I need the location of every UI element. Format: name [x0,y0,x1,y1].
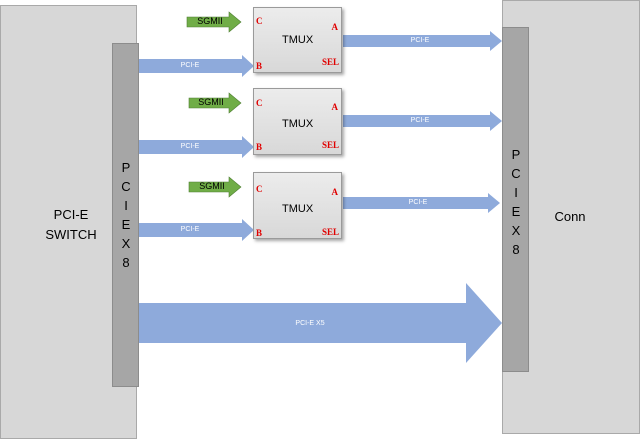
switch-label-line1: PCI-E [53,207,89,222]
pcie-x5-label: PCI-E X5 [295,320,325,327]
sgmii-arrow-1 [186,11,242,33]
right-bus-label: P C I E X 8 [511,147,521,257]
pcie-in-label-2: PCI-E [180,143,200,150]
tmux-3-pin-b: B [256,228,263,238]
pcie-out-label-2: PCI-E [410,117,430,124]
pcie-in-label-1: PCI-E [180,62,200,69]
pcie-in-arrow-1 [139,55,254,77]
pcie-out-label-1: PCI-E [410,37,430,44]
conn-label: Conn [554,209,586,224]
sgmii-label-3: SGMII [199,181,225,191]
tmux-1-pin-b: B [256,61,263,71]
sgmii-arrow-2 [188,92,242,114]
tmux-block-3: C A TMUX B SEL [253,172,342,239]
pcie-out-arrow-3 [343,193,500,213]
tmux-3-pin-c: C [256,184,263,194]
tmux-2-title: TMUX [282,118,314,130]
tmux-1-pin-sel: SEL [321,57,339,67]
right-pcie-x8-bus [502,27,529,372]
tmux-2-pin-c: C [256,98,263,108]
switch-label-line2: SWITCH [45,227,97,242]
pcie-in-arrow-2 [139,136,254,158]
sgmii-label-2: SGMII [198,97,224,107]
tmux-1-pin-a: A [331,22,339,32]
sgmii-arrow-3 [188,176,242,198]
tmux-3-pin-sel: SEL [321,227,339,237]
pcie-in-arrow-3 [139,219,254,241]
switch-label: PCI-E SWITCH [40,205,102,245]
tmux-2-pin-b: B [256,142,263,152]
tmux-3-pin-a: A [331,187,339,197]
pcie-out-arrow-1 [343,31,502,51]
pcie-in-label-3: PCI-E [180,226,200,233]
pcie-x5-arrow [139,283,502,363]
sgmii-label-1: SGMII [197,16,223,26]
tmux-1-title: TMUX [282,34,314,46]
left-bus-label: P C I E X 8 [121,160,131,270]
tmux-2-pin-sel: SEL [321,140,339,150]
tmux-1-pin-c: C [256,16,263,26]
left-pcie-x8-bus [112,43,139,387]
tmux-block-2: C A TMUX B SEL [253,88,342,155]
tmux-3-title: TMUX [282,203,314,215]
pcie-out-arrow-2 [343,111,502,131]
tmux-2-pin-a: A [331,102,339,112]
tmux-block-1: C A TMUX B SEL [253,7,342,73]
pcie-out-label-3: PCI-E [408,199,428,206]
